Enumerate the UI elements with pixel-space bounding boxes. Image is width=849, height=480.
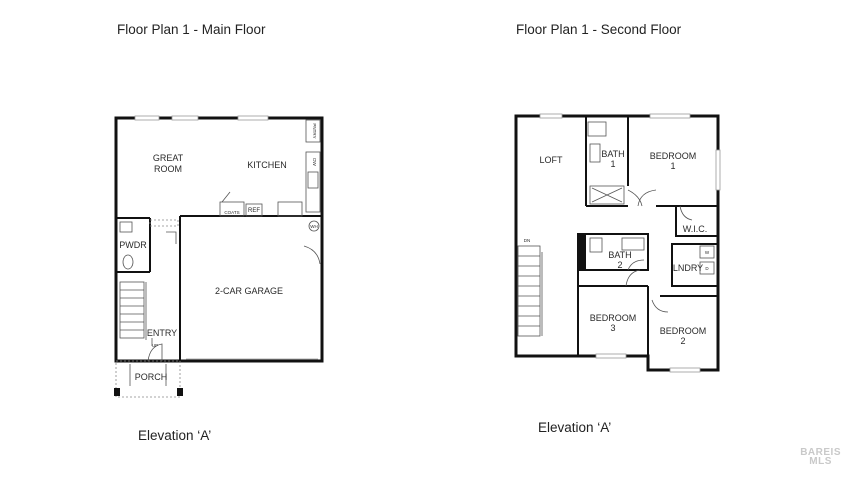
second-bath1-shower-x: [591, 187, 623, 203]
bath1-label-2: 1: [610, 159, 615, 169]
second-bath1-toilet: [589, 143, 601, 163]
second-bed2-door: [651, 299, 669, 313]
dn-label: DN: [524, 238, 531, 243]
main-window-top-3: [237, 115, 269, 121]
second-bath2-door: [627, 259, 645, 271]
main-pantry: [305, 119, 321, 143]
bath1-label-1: BATH: [601, 149, 624, 159]
main-water-heater: [308, 220, 320, 232]
main-coats-closet: [219, 201, 245, 217]
main-coats-door-swing: [221, 191, 231, 203]
main-window-top-2: [171, 115, 199, 121]
second-bath1-shower: [589, 185, 625, 205]
lndry-label: LNDRY: [673, 263, 703, 273]
up-label: UP: [152, 343, 158, 348]
ref-label: REF: [248, 208, 260, 214]
bedroom1-label-1: BEDROOM: [650, 151, 697, 161]
main-kitchen-counter: [305, 151, 321, 213]
bedroom2-label-2: 2: [680, 336, 685, 346]
second-bath2-toilet: [589, 237, 603, 253]
second-window-5: [715, 149, 721, 191]
entry-label: ENTRY: [147, 328, 177, 338]
main-porch: [115, 360, 181, 398]
second-bath2-tub-wall: [578, 234, 586, 270]
main-stairs: [119, 281, 147, 340]
second-floor-elevation-label: Elevation ‘A’: [538, 420, 612, 435]
dryer-label: D: [705, 266, 709, 271]
second-floor-plan: LOFT BATH 1 BEDROOM 1 W.I.C. DN BATH 2 L…: [514, 113, 721, 373]
second-bath1-door: [627, 189, 643, 207]
great-room-label-2: ROOM: [154, 164, 182, 174]
second-dryer: [699, 261, 715, 275]
main-pwdr-toilet: [122, 254, 134, 270]
watermark-line-1: BAREIS: [800, 447, 841, 458]
pantry-label: PNTRY: [312, 123, 317, 138]
main-floor-outline: [114, 116, 324, 363]
main-hall-door: [166, 231, 177, 244]
main-window-top-1: [134, 115, 160, 121]
main-entry-door: [147, 343, 163, 362]
bedroom1-label-2: 1: [670, 161, 675, 171]
bedroom2-label-1: BEDROOM: [660, 326, 707, 336]
main-hall-opening: [149, 219, 179, 227]
second-washer: [699, 245, 715, 259]
main-garage-entry-door: [303, 245, 321, 265]
main-sink: [307, 171, 319, 189]
porch-label: PORCH: [135, 372, 168, 382]
loft-label: LOFT: [539, 155, 563, 165]
bath2-label-2: 2: [617, 260, 622, 270]
second-bath2-sink: [621, 237, 645, 251]
coats-label: COATS: [224, 210, 239, 215]
second-bath1-sink: [587, 121, 607, 137]
mls-watermark: BAREIS MLS: [800, 447, 841, 467]
second-laundry: [671, 243, 719, 287]
bedroom3-label-1: BEDROOM: [590, 313, 637, 323]
second-floor-title: Floor Plan 1 - Second Floor: [516, 22, 682, 37]
second-wic-door: [679, 205, 693, 221]
kitchen-label: KITCHEN: [247, 160, 287, 170]
second-bed3-door: [625, 269, 641, 287]
main-porch-post-left: [114, 388, 120, 396]
watermark-line-2: MLS: [809, 456, 832, 467]
second-window-4: [669, 367, 701, 373]
main-pwdr-sink: [119, 221, 133, 233]
bedroom3-label-2: 3: [610, 323, 615, 333]
washer-label: W: [705, 250, 710, 255]
second-bed1-door: [637, 189, 657, 207]
second-window-2: [649, 113, 691, 119]
wh-label: WH: [310, 224, 318, 229]
garage-label: 2-CAR GARAGE: [215, 286, 283, 296]
pwdr-label: PWDR: [119, 240, 147, 250]
main-floor-plan: GREAT ROOM KITCHEN PNTRY DW COATS REF WH…: [114, 115, 324, 398]
main-porch-post-right: [177, 388, 183, 396]
main-floor-title: Floor Plan 1 - Main Floor: [117, 22, 266, 37]
dw-label: DW: [312, 158, 317, 166]
bath2-label-1: BATH: [608, 250, 631, 260]
main-floor-elevation-label: Elevation ‘A’: [138, 428, 212, 443]
wic-label: W.I.C.: [683, 224, 708, 234]
second-wic: [675, 205, 719, 237]
second-stairs: [517, 245, 543, 337]
second-window-3: [595, 353, 627, 359]
main-range: [277, 201, 303, 217]
second-window-1: [539, 113, 563, 119]
main-ref: [245, 203, 263, 217]
great-room-label-1: GREAT: [153, 153, 184, 163]
